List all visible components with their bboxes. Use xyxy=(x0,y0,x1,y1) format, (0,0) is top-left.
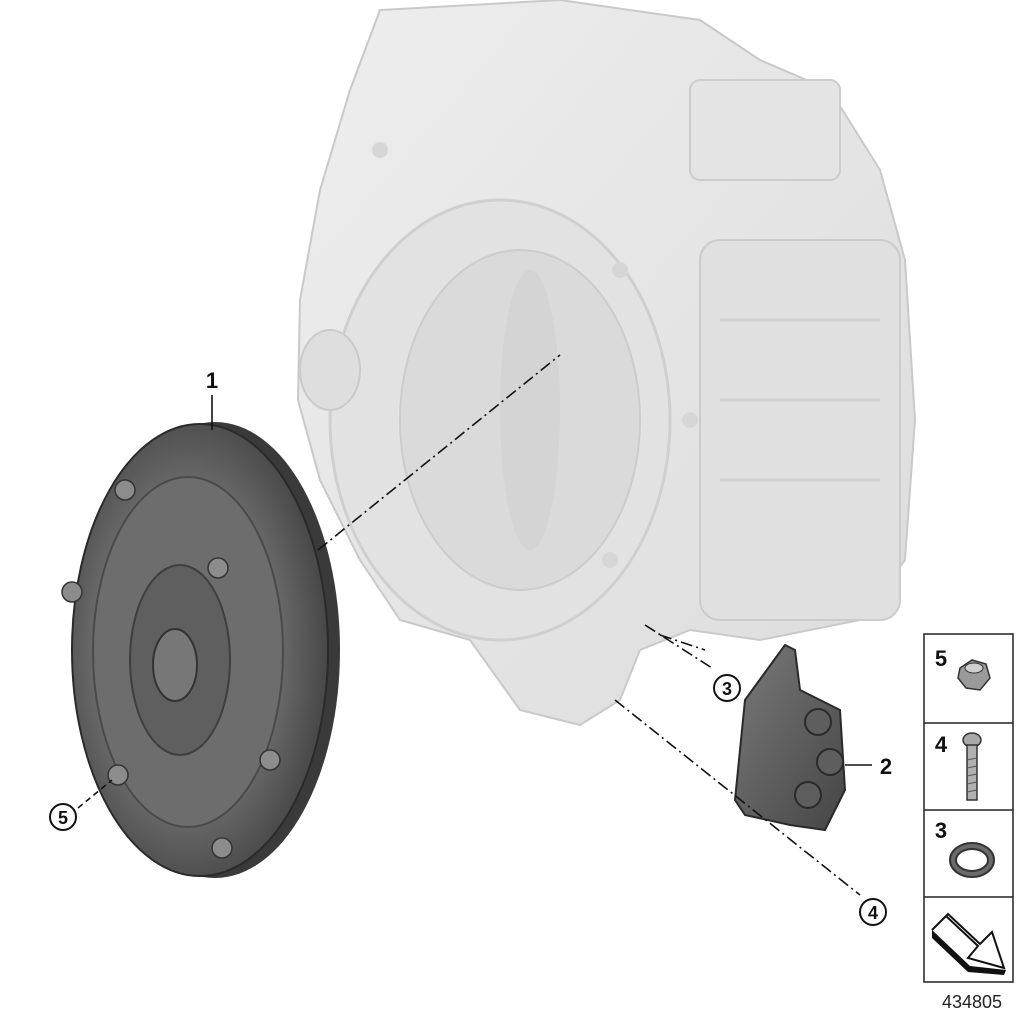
arrow-pointer-icon xyxy=(931,912,1006,975)
legend-item-3-label: 3 xyxy=(935,818,947,843)
legend-item-4-label: 4 xyxy=(935,732,948,757)
torque-converter xyxy=(61,422,340,878)
diagram-id: 434805 xyxy=(942,992,1002,1012)
hex-nut-icon xyxy=(957,659,991,691)
callout-5-label: 5 xyxy=(58,808,68,828)
callout-1: 1 xyxy=(206,368,218,393)
bolt-icon xyxy=(962,732,982,801)
legend-panel: 5 4 3 xyxy=(923,633,1014,983)
transmission-housing xyxy=(296,0,917,727)
callout-3: 3 xyxy=(713,674,741,702)
callout-5: 5 xyxy=(49,803,77,831)
callout-4: 4 xyxy=(859,898,887,926)
legend-item-5-label: 5 xyxy=(935,646,947,671)
leader-lines xyxy=(77,354,872,896)
callout-3-label: 3 xyxy=(722,679,732,699)
actuator-housing xyxy=(733,643,847,832)
callout-2: 2 xyxy=(880,754,892,779)
stud-bolts xyxy=(61,479,281,859)
callout-4-label: 4 xyxy=(868,903,878,923)
o-ring-icon xyxy=(949,842,995,878)
